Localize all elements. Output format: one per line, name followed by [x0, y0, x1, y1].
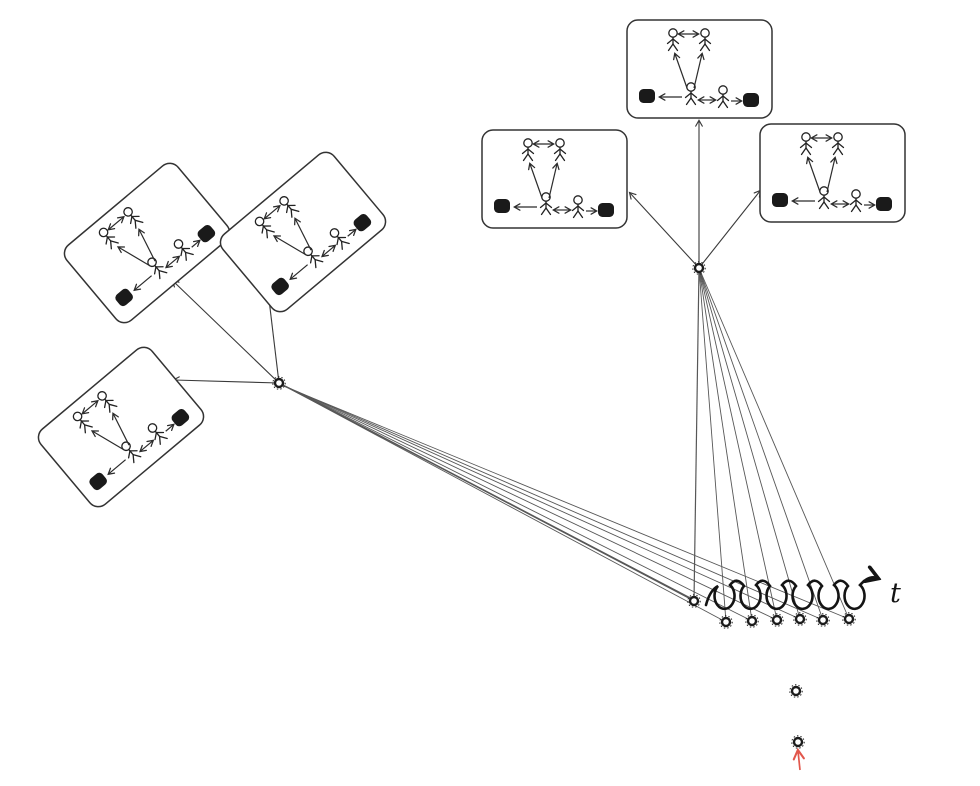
highlight-arrow[interactable] [792, 747, 805, 771]
chain-node-5[interactable] [815, 612, 831, 628]
card-top-center[interactable] [627, 20, 772, 118]
floating-node-upper[interactable] [788, 683, 804, 699]
card-top-right[interactable] [760, 124, 905, 222]
chain-node-2[interactable] [744, 613, 760, 629]
floating-node-lower[interactable] [790, 734, 806, 750]
card-left-upper[interactable] [60, 159, 234, 327]
hub-fan-lines [278, 267, 850, 623]
chain-node-3[interactable] [769, 612, 785, 628]
chain-node-1[interactable] [718, 614, 734, 630]
chain-node-4[interactable] [792, 611, 808, 627]
card-top-left[interactable] [482, 130, 627, 228]
card-left-middle[interactable] [216, 148, 390, 316]
time-axis-label: t [890, 578, 901, 609]
timeline-coil[interactable] [704, 577, 877, 611]
chain-node-6[interactable] [841, 611, 857, 627]
card-left-lower[interactable] [34, 343, 208, 511]
chain-node-0[interactable] [686, 593, 702, 609]
